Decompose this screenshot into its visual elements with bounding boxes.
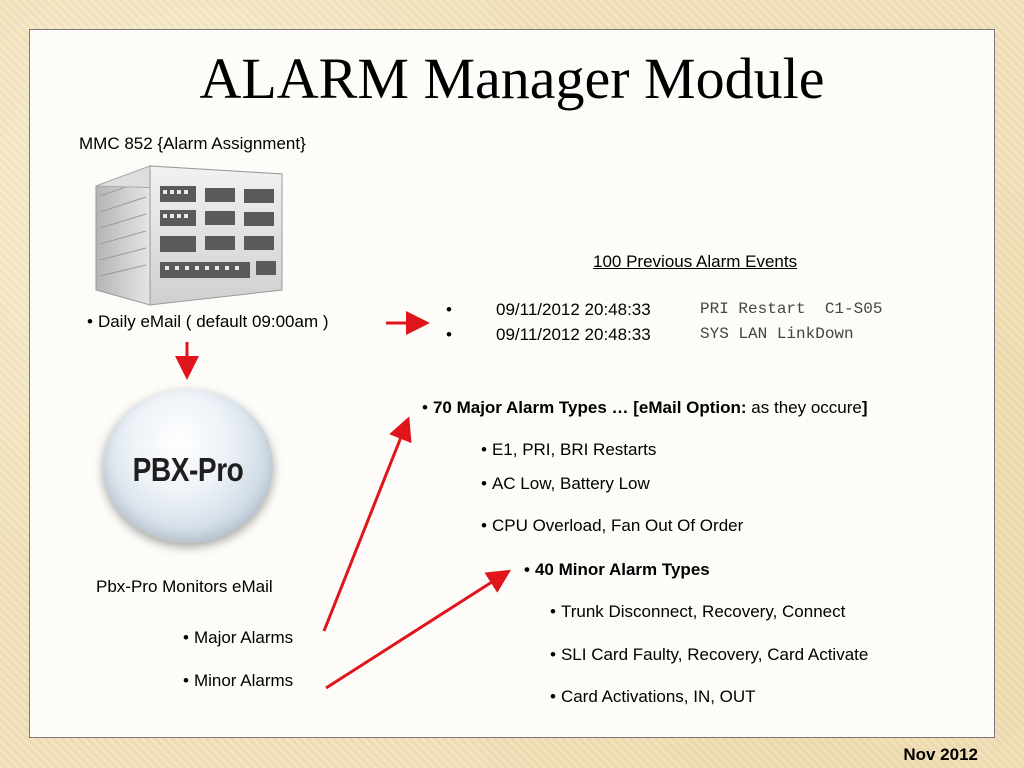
event-message: SYS LAN LinkDown	[700, 325, 854, 343]
pbx-pro-logo: PBX-Pro	[103, 389, 273, 543]
minor-alarm-heading-text: 40 Minor Alarm Types	[534, 560, 710, 579]
slide-panel	[29, 29, 995, 738]
bullet-dot: •	[422, 398, 428, 417]
minor-alarm-item: •SLI Card Faulty, Recovery, Card Activat…	[550, 645, 868, 665]
bullet-dot: •	[87, 312, 93, 331]
slide-title: ALARM Manager Module	[199, 46, 825, 111]
bullet-dot: •	[446, 300, 452, 319]
major-alarm-item: •CPU Overload, Fan Out Of Order	[481, 516, 743, 536]
daily-email-bullet: •Daily eMail ( default 09:00am )	[87, 312, 329, 332]
mmc-label: MMC 852 {Alarm Assignment}	[79, 134, 306, 153]
monitor-item-text: Minor Alarms	[193, 671, 294, 690]
major-alarm-item: •E1, PRI, BRI Restarts	[481, 440, 656, 460]
major-alarm-close: ]	[861, 398, 868, 417]
bullet-dot: •	[481, 516, 487, 535]
arrow-minor-to-types	[325, 569, 512, 690]
monitor-item-major: •Major Alarms	[183, 628, 293, 648]
event-row: •	[446, 300, 457, 320]
minor-alarm-item-text: SLI Card Faulty, Recovery, Card Activate	[560, 645, 869, 664]
major-alarm-item-text: AC Low, Battery Low	[491, 474, 650, 493]
daily-email-text: Daily eMail ( default 09:00am )	[97, 312, 329, 331]
bullet-dot: •	[481, 440, 487, 459]
monitor-item-text: Major Alarms	[193, 628, 294, 647]
minor-alarm-heading: •40 Minor Alarm Types	[524, 560, 710, 580]
pbx-pro-logo-text: PBX-Pro	[132, 451, 244, 488]
bullet-dot: •	[550, 602, 556, 621]
bullet-dot: •	[183, 628, 189, 647]
bullet-dot: •	[550, 687, 556, 706]
minor-alarm-item: •Card Activations, IN, OUT	[550, 687, 756, 707]
minor-alarm-item-text: Card Activations, IN, OUT	[560, 687, 756, 706]
event-time: 09/11/2012 20:48:33	[496, 300, 651, 319]
bullet-dot: •	[481, 474, 487, 493]
major-alarm-item-text: E1, PRI, BRI Restarts	[491, 440, 657, 459]
major-alarm-item-text: CPU Overload, Fan Out Of Order	[491, 516, 744, 535]
event-message: PRI Restart C1-S05	[700, 300, 883, 318]
footer-date: Nov 2012	[903, 745, 978, 764]
major-alarm-prefix: 70 Major Alarm Types … [eMail Option:	[432, 398, 747, 417]
bullet-dot: •	[550, 645, 556, 664]
arrow-major-to-types	[322, 416, 412, 632]
bullet-dot: •	[183, 671, 189, 690]
bullet-dot: •	[446, 325, 452, 344]
bullet-dot: •	[524, 560, 530, 579]
major-alarm-item: •AC Low, Battery Low	[481, 474, 650, 494]
event-row: •	[446, 325, 457, 345]
major-alarm-suffix: as they occure	[746, 398, 862, 417]
events-heading: 100 Previous Alarm Events	[593, 252, 798, 271]
monitor-label: Pbx-Pro Monitors eMail	[96, 577, 273, 596]
minor-alarm-item-text: Trunk Disconnect, Recovery, Connect	[560, 602, 846, 621]
event-time: 09/11/2012 20:48:33	[496, 325, 651, 344]
major-alarm-heading: •70 Major Alarm Types … [eMail Option: a…	[422, 398, 868, 418]
monitor-item-minor: •Minor Alarms	[183, 671, 293, 691]
minor-alarm-item: •Trunk Disconnect, Recovery, Connect	[550, 602, 845, 622]
